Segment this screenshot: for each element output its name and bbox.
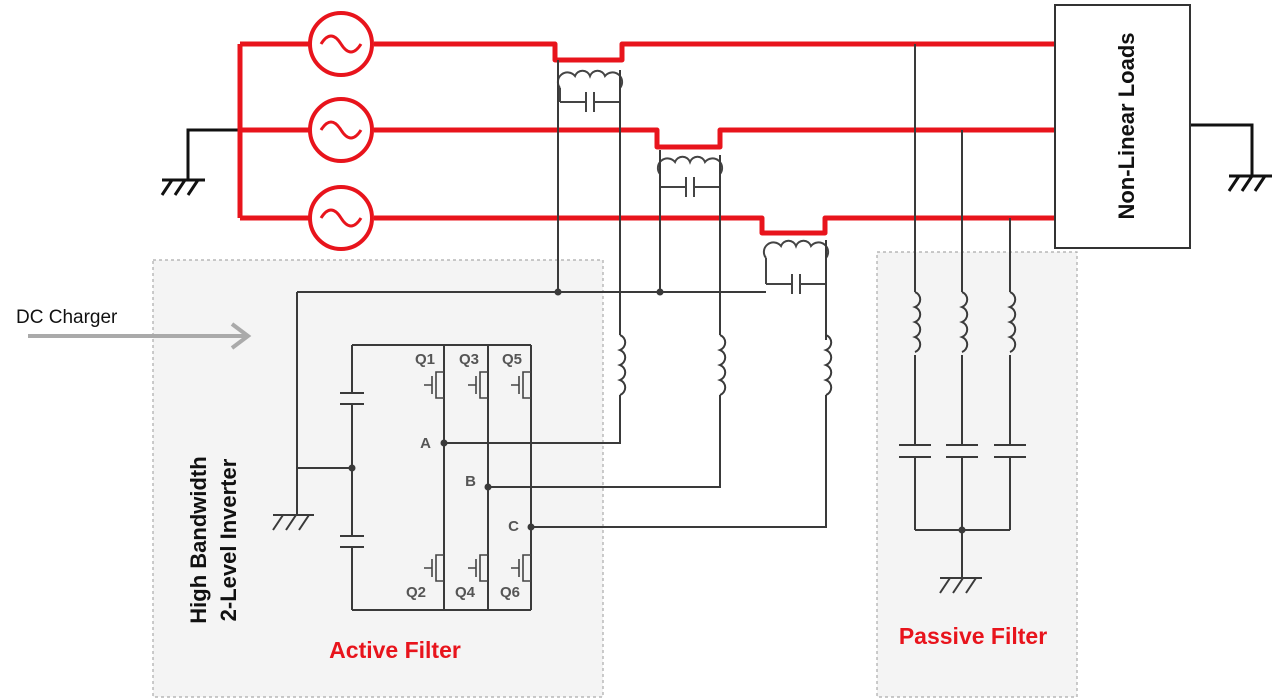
transformer-icon	[556, 69, 624, 112]
ac-source-icon	[308, 11, 374, 77]
inductor-icon	[617, 334, 833, 396]
dc-charger-label: DC Charger	[16, 307, 118, 328]
node-c-label: C	[508, 518, 519, 535]
switch-q1-label: Q1	[415, 351, 435, 368]
switch-q4-icon	[468, 554, 488, 582]
switch-q5-label: Q5	[502, 351, 522, 368]
switch-q3-label: Q3	[459, 351, 479, 368]
inverter-label-line1: High Bandwidth	[186, 456, 211, 623]
passive-filter-box	[876, 251, 1078, 698]
ground-icon	[1190, 123, 1272, 192]
dc-charger-arrow-icon	[28, 322, 252, 350]
switch-q5-icon	[511, 371, 531, 399]
switch-q4-label: Q4	[455, 584, 476, 601]
non-linear-loads-box	[1054, 4, 1191, 249]
non-linear-loads-label: Non-Linear Loads	[1114, 32, 1139, 219]
junction-dots	[348, 288, 966, 534]
passive-filter-label: Passive Filter	[899, 623, 1047, 649]
inverter-label-line2: 2-Level Inverter	[216, 458, 241, 621]
node-b-label: B	[465, 473, 476, 490]
inductor-icon	[912, 291, 1017, 353]
switch-q3-icon	[468, 371, 488, 399]
switch-q2-label: Q2	[406, 584, 426, 601]
node-a-label: A	[420, 435, 431, 452]
switch-q6-label: Q6	[500, 584, 520, 601]
passive-filter-wiring	[899, 44, 1026, 594]
transformer-icon	[762, 239, 830, 294]
inverter-wiring	[272, 60, 827, 611]
switch-q6-icon	[511, 554, 531, 582]
active-filter-box	[152, 259, 604, 698]
ac-source-icon	[308, 97, 374, 163]
active-filter-label: Active Filter	[329, 637, 461, 663]
transformer-icon	[656, 155, 724, 197]
ground-icon	[160, 128, 238, 196]
switch-q2-icon	[424, 554, 444, 582]
switch-q1-icon	[424, 371, 444, 399]
ac-source-icon	[308, 185, 374, 251]
phase-lines	[237, 41, 1055, 236]
